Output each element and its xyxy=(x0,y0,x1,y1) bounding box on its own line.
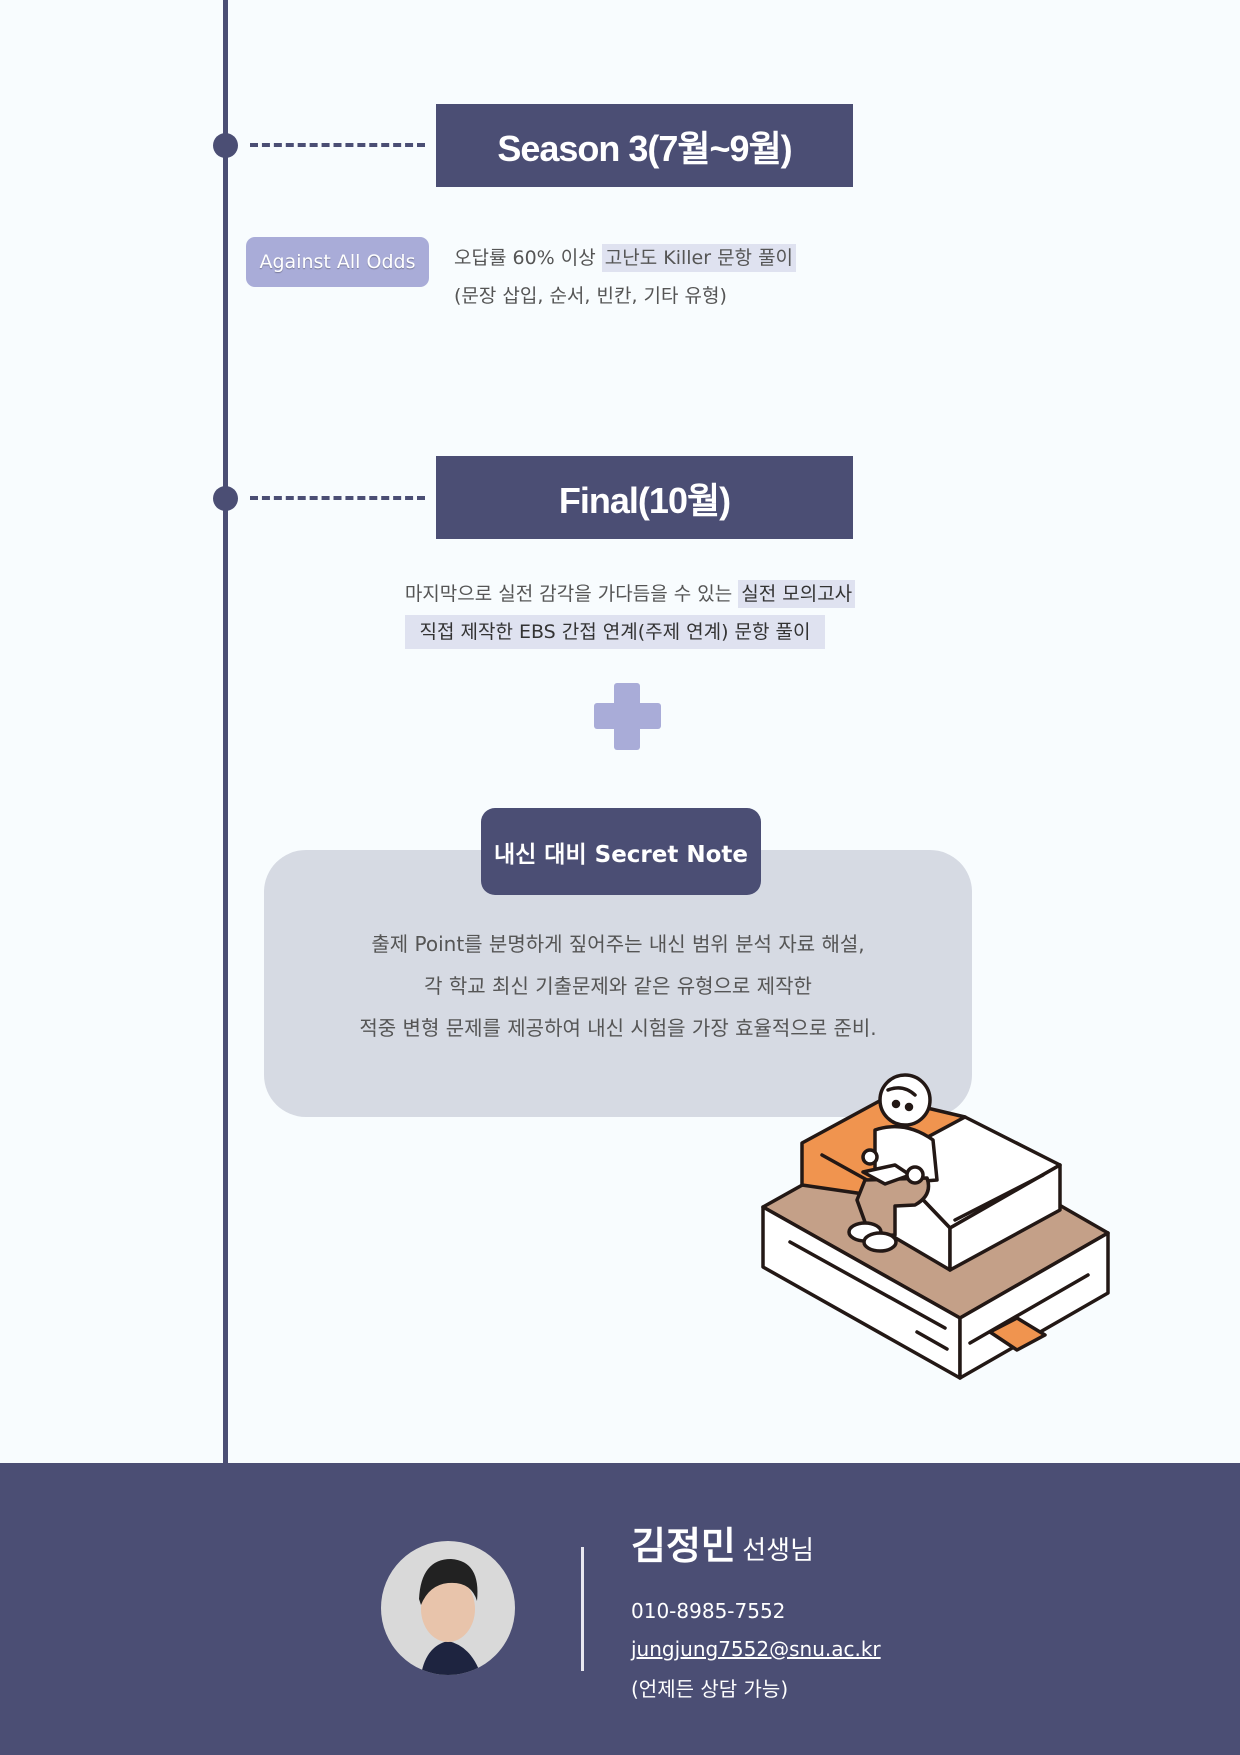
season3-line1-highlight: 고난도 Killer 문항 풀이 xyxy=(601,244,797,272)
secret-note-header: 내신 대비 Secret Note xyxy=(481,808,761,895)
teacher-name-block: 김정민 선생님 xyxy=(631,1515,814,1570)
final-line1: 마지막으로 실전 감각을 가다듬을 수 있는 실전 모의고사 xyxy=(10,579,1240,608)
season3-line2: (문장 삽입, 순서, 빈칸, 기타 유형) xyxy=(454,285,727,307)
timeline-connector xyxy=(250,496,425,500)
secret-note-line: 출제 Point를 분명하게 짚어주는 내신 범위 분석 자료 해설, xyxy=(371,932,865,956)
student-on-books-illustration xyxy=(761,1073,1110,1380)
teacher-photo xyxy=(381,1541,515,1675)
timeline-dot xyxy=(213,133,238,158)
footer-divider xyxy=(581,1547,584,1671)
secret-note-line: 적중 변형 문제를 제공하여 내신 시험을 가장 효율적으로 준비. xyxy=(359,1016,877,1040)
plus-icon-bar xyxy=(594,703,661,729)
final-line1-text: 마지막으로 실전 감각을 가다듬을 수 있는 xyxy=(404,583,739,605)
secret-note-line: 각 학교 최신 기출문제와 같은 유형으로 제작한 xyxy=(424,974,812,998)
timeline-connector xyxy=(250,143,425,147)
footer xyxy=(0,1463,1240,1755)
season3-line1: 오답률 60% 이상 고난도 Killer 문항 풀이 xyxy=(454,243,797,272)
final-line2: 직접 제작한 EBS 간접 연계(주제 연계) 문항 풀이 xyxy=(0,615,1235,649)
timeline-dot xyxy=(213,486,238,511)
season3-header: Season 3(7월~9월) xyxy=(436,104,853,187)
teacher-title: 선생님 xyxy=(742,1536,815,1566)
final-line2-highlight: 직접 제작한 EBS 간접 연계(주제 연계) 문항 풀이 xyxy=(405,615,825,649)
timeline-line xyxy=(223,0,228,1463)
teacher-phone: 010-8985-7552 xyxy=(631,1599,786,1623)
teacher-email-link[interactable]: jungjung7552@snu.ac.kr xyxy=(631,1637,881,1661)
final-header: Final(10월) xyxy=(436,456,853,539)
against-all-odds-tag: Against All Odds xyxy=(246,237,429,287)
final-line1-highlight: 실전 모의고사 xyxy=(738,580,856,608)
season3-line1-text: 오답률 60% 이상 xyxy=(454,247,602,269)
teacher-name: 김정민 xyxy=(631,1524,736,1568)
consultation-note: (언제든 상담 가능) xyxy=(631,1677,789,1701)
